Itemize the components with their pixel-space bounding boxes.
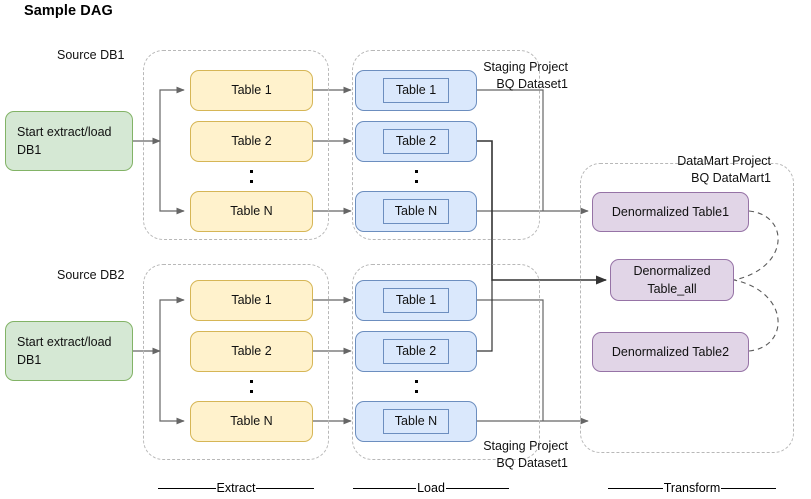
denormalized-table2[interactable]: Denormalized Table2 (592, 332, 749, 372)
extract1-table-1-label: Table 1 (231, 83, 272, 98)
load-group-db2 (352, 264, 540, 460)
phase-extract-label: Extract (216, 481, 256, 495)
start-node-db2-label: Start extract/load DB1 (17, 334, 112, 367)
load2-ellipsis (411, 373, 421, 400)
load1-table-1[interactable]: Table 1 (355, 70, 477, 111)
extract1-table-2-label: Table 2 (231, 134, 272, 149)
phase-load-rule-right (445, 487, 509, 489)
denormalized-table2-label: Denormalized Table2 (611, 344, 730, 359)
caption-staging-bottom: Staging Project BQ Dataset1 (483, 439, 568, 470)
denormalized-table1[interactable]: Denormalized Table1 (592, 192, 749, 232)
load1-table-n[interactable]: Table N (355, 191, 477, 232)
load-group-db1 (352, 50, 540, 240)
start-node-db1-label: Start extract/load DB1 (17, 124, 112, 157)
load1-table-n-label: Table N (383, 199, 449, 224)
denormalized-table1-label: Denormalized Table1 (611, 204, 730, 219)
denormalized-table-all-label-line1: Denormalized (633, 263, 711, 278)
phase-load-label: Load (417, 481, 445, 495)
phase-extract-rule-right (256, 487, 314, 489)
phase-transform: Transform (608, 481, 776, 495)
phase-load: Load (353, 481, 509, 495)
caption-source-db1: Source DB1 (57, 48, 125, 62)
extract2-table-1-label: Table 1 (231, 293, 272, 308)
denormalized-table-all-label-line2: Table_all (647, 282, 697, 296)
phase-transform-label: Transform (663, 481, 721, 495)
load2-table-1-label: Table 1 (383, 288, 449, 313)
extract2-table-2-label: Table 2 (231, 344, 272, 359)
extract-group-db1 (143, 50, 329, 240)
load2-table-2[interactable]: Table 2 (355, 331, 477, 372)
phase-extract-rule-left (158, 487, 216, 489)
start-node-db2[interactable]: Start extract/load DB1 (5, 321, 133, 381)
load1-table-2-label: Table 2 (383, 129, 449, 154)
extract2-table-1[interactable]: Table 1 (190, 280, 313, 321)
load2-table-n-label: Table N (383, 409, 449, 434)
load2-table-n[interactable]: Table N (355, 401, 477, 442)
load1-table-1-label: Table 1 (383, 78, 449, 103)
caption-staging-top: Staging Project BQ Dataset1 (483, 60, 568, 91)
extract-group-db2 (143, 264, 329, 460)
extract1-table-n-label: Table N (230, 204, 273, 219)
extract2-table-n[interactable]: Table N (190, 401, 313, 442)
load2-table-1[interactable]: Table 1 (355, 280, 477, 321)
datamart-group (580, 163, 794, 453)
extract1-ellipsis (246, 163, 256, 190)
load1-table-2[interactable]: Table 2 (355, 121, 477, 162)
denormalized-table-all[interactable]: Denormalized Table_all (610, 259, 734, 301)
caption-source-db2: Source DB2 (57, 268, 125, 282)
phase-load-rule-left (353, 487, 417, 489)
extract1-table-1[interactable]: Table 1 (190, 70, 313, 111)
phase-transform-rule-left (608, 487, 663, 489)
extract2-table-n-label: Table N (230, 414, 273, 429)
extract2-ellipsis (246, 373, 256, 400)
page-title: Sample DAG (24, 3, 113, 19)
extract2-table-2[interactable]: Table 2 (190, 331, 313, 372)
extract1-table-2[interactable]: Table 2 (190, 121, 313, 162)
caption-datamart: DataMart Project BQ DataMart1 (677, 154, 771, 185)
phase-extract: Extract (158, 481, 314, 495)
extract1-table-n[interactable]: Table N (190, 191, 313, 232)
load1-ellipsis (411, 163, 421, 190)
start-node-db1[interactable]: Start extract/load DB1 (5, 111, 133, 171)
load2-table-2-label: Table 2 (383, 339, 449, 364)
phase-transform-rule-right (721, 487, 776, 489)
